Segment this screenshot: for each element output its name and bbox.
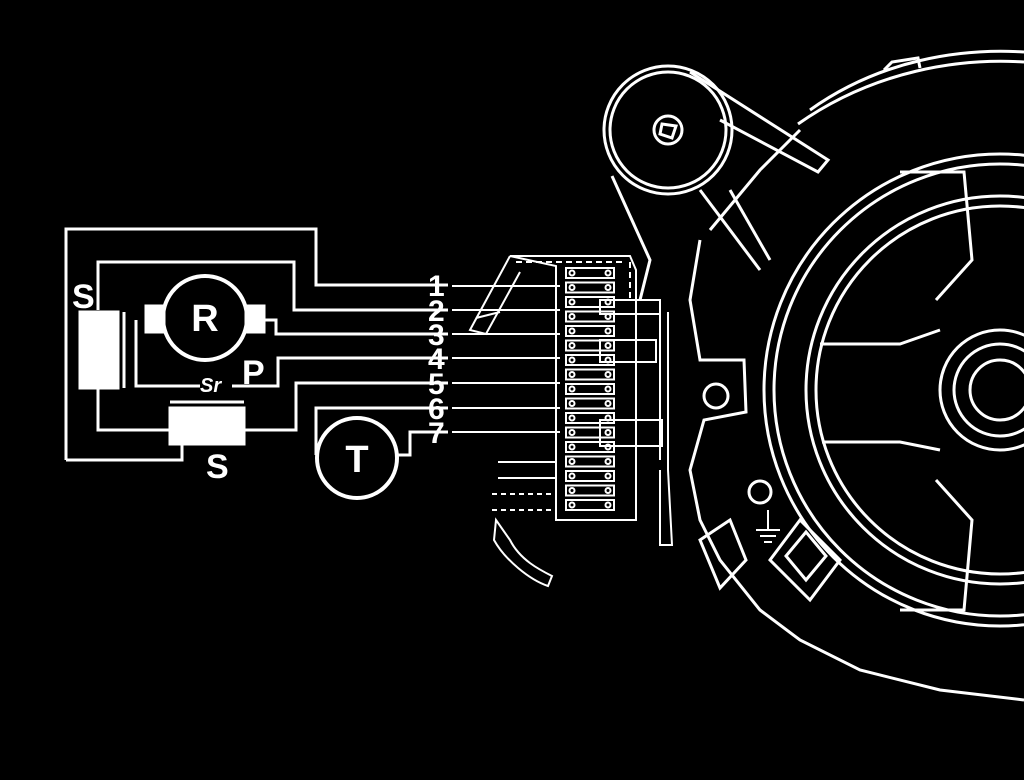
stator-coil-top	[78, 310, 120, 390]
stator-top-label: S	[72, 278, 95, 316]
tacho-generator-icon	[315, 416, 399, 500]
motor-housing	[602, 49, 1024, 702]
pin-label-5: 5	[428, 368, 445, 401]
connector-terminal-dot	[568, 414, 576, 422]
wire-pin5	[244, 381, 448, 432]
connector-terminal-dot	[568, 342, 576, 349]
wire-pin6	[314, 406, 448, 455]
connector-terminal-dot	[604, 458, 612, 465]
connector-terminal	[565, 368, 615, 381]
stator-coil-bottom	[168, 406, 246, 446]
connector-terminal-dot	[568, 501, 576, 509]
connector-terminal-dot	[568, 458, 576, 465]
wire-pin3	[262, 318, 448, 336]
protector-label: P	[242, 354, 265, 392]
connector-terminal-dot	[568, 371, 576, 378]
tacho-label: T	[345, 439, 368, 481]
connector-terminal-dot	[568, 356, 576, 364]
pin-label-1: 1	[428, 270, 445, 303]
connector-terminal-dot	[604, 269, 612, 277]
connector-terminal-dot	[604, 284, 612, 291]
connector-terminal-dot	[604, 385, 612, 393]
connector-terminal	[565, 499, 615, 511]
connector-terminal-dot	[568, 284, 576, 291]
connector-terminal	[565, 325, 615, 337]
wire-pin1	[64, 227, 448, 460]
connector-terminal-dot	[604, 472, 612, 480]
connector-terminal-dot	[604, 371, 612, 378]
protector-symbol: Sr	[200, 375, 222, 397]
wire-pin7	[398, 430, 448, 457]
connector-terminal	[565, 397, 615, 410]
connector-terminal-dot	[568, 443, 576, 451]
pin-label-3: 3	[428, 319, 445, 352]
wiring-schematic: Sr	[64, 227, 448, 500]
connector-terminal	[565, 470, 615, 482]
pin-label-4: 4	[428, 343, 445, 376]
connector-terminal	[565, 281, 615, 294]
connector-terminal-dot	[568, 269, 576, 277]
pin-label-2: 2	[428, 295, 445, 328]
connector-terminal-dot	[604, 342, 612, 349]
wire-pin2	[96, 260, 448, 312]
pin-label-6: 6	[428, 393, 445, 426]
connector-terminal-dot	[568, 487, 576, 494]
connector-terminal-dot	[568, 472, 576, 480]
rotor-label: R	[191, 298, 218, 340]
pin-leader-lines	[452, 285, 560, 433]
stator-bottom-label: S	[206, 448, 229, 486]
connector-terminal	[565, 310, 615, 323]
connector-terminal	[565, 354, 615, 366]
connector-terminal	[565, 296, 615, 308]
connector-terminal	[565, 339, 615, 352]
pin-labels: 1 2 3 4 5 6 7	[428, 270, 445, 450]
connector-terminal-dot	[568, 400, 576, 407]
connector-terminal-dot	[568, 327, 576, 335]
connector-terminal	[565, 267, 615, 279]
connector-terminal-dot	[568, 429, 576, 436]
connector-terminal-dot	[604, 429, 612, 436]
wire-pin4	[134, 320, 448, 388]
connector-terminal	[565, 426, 615, 439]
connector-block	[468, 255, 674, 588]
connector-terminal-dot	[604, 501, 612, 509]
connector-terminal-dot	[568, 298, 576, 306]
connector-terminal-dot	[604, 400, 612, 407]
ground-icon	[756, 510, 780, 543]
connector-terminal-dot	[568, 313, 576, 320]
connector-terminal-dot	[604, 327, 612, 335]
connector-terminal	[565, 455, 615, 468]
pin-label-7: 7	[428, 417, 445, 450]
connector-terminal	[565, 484, 615, 497]
connector-terminal	[565, 412, 615, 424]
connector-terminal-dot	[568, 385, 576, 393]
connector-terminal-dot	[604, 487, 612, 494]
connector-terminal	[565, 383, 615, 395]
